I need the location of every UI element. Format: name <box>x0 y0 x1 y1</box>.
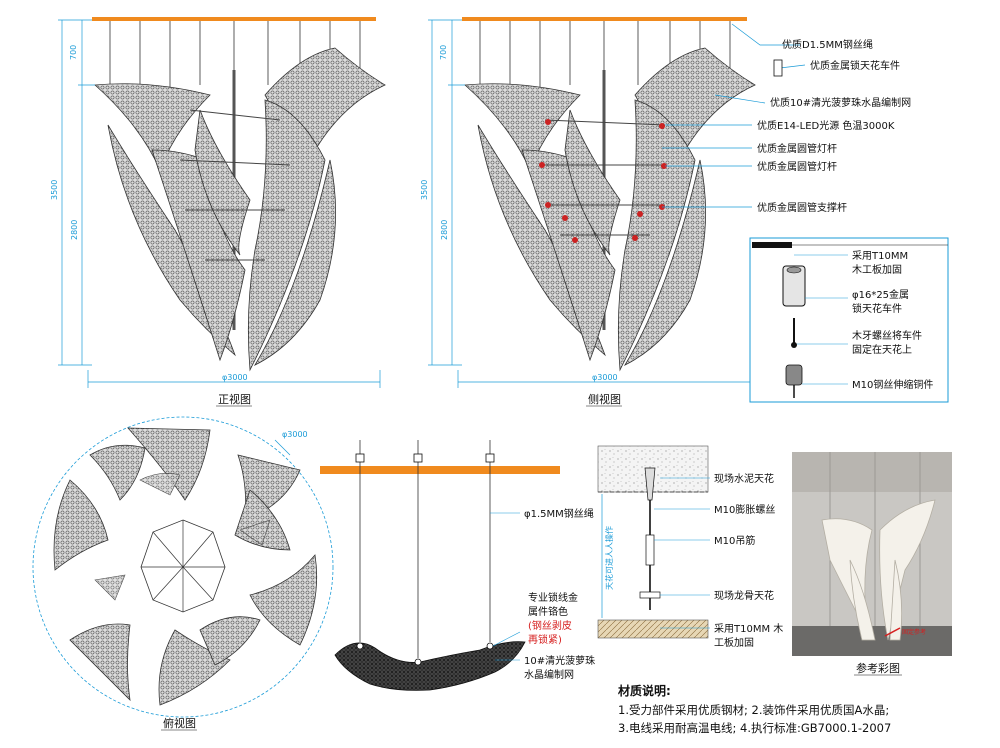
board-bar <box>752 242 792 248</box>
callout-rod1: 优质金属圆管灯杆 <box>757 142 837 155</box>
install-detail: 天花可进人人操作 现场水泥天花 M10膨胀螺丝 M10吊筋 现场龙骨天花 采用T… <box>597 445 783 649</box>
fitting-detail-box: 采用T10MM 木工板加固 φ16*25金属 锁天花车件 木牙螺丝将车件 固定在… <box>749 237 949 403</box>
callout-support: 优质金属圆管支撑杆 <box>757 201 847 214</box>
callout-ceiling-fitting: 优质金属锁天花车件 <box>810 59 900 72</box>
top-panels <box>53 427 318 706</box>
detail-cap-2: 锁天花车件 <box>852 302 902 315</box>
install-concrete: 现场水泥天花 <box>714 472 774 485</box>
section-leaders <box>490 512 521 661</box>
dim-side-body: 2800 <box>440 220 449 240</box>
section-lock-red-1: (钢丝剥皮 <box>528 619 572 632</box>
section-locks <box>356 642 494 666</box>
install-bolt: M10膨胀螺丝 <box>714 503 775 516</box>
section-mesh <box>334 641 526 691</box>
front-view: 700 3500 2800 φ3000 正视图 <box>50 17 386 407</box>
callout-light: 优质E14-LED光源 色温3000K <box>757 119 895 132</box>
section-fittings <box>355 453 495 463</box>
sleeve-icon <box>785 364 803 386</box>
lamp-rods <box>540 119 666 236</box>
side-view: 700 3500 2800 φ3000 侧视图 优质D1.5MM钢丝绳 优质金属… <box>420 17 911 407</box>
wood-board <box>597 619 709 639</box>
section-mesh-2: 水晶编制网 <box>524 668 574 681</box>
top-view-caption: 俯视图 <box>163 716 196 730</box>
top-view: φ3000 俯视图 <box>32 416 334 731</box>
side-view-caption: 侧视图 <box>588 392 621 406</box>
section-mesh-1: 10#清光菠萝珠 <box>524 654 595 667</box>
photo-sculpture <box>821 499 936 641</box>
install-board-1: 采用T10MM 木 <box>714 623 783 635</box>
detail-leaders <box>794 254 848 385</box>
callout-rod2: 优质金属圆管灯杆 <box>757 160 837 173</box>
front-view-caption: 正视图 <box>218 392 251 406</box>
expansion-bolt <box>644 467 656 501</box>
install-vertical-note: 天花可进人人操作 <box>604 526 614 590</box>
callout-wire: 优质D1.5MM钢丝绳 <box>782 38 873 51</box>
material-notes: 材质说明: 1.受力部件采用优质钢材; 2.装饰件采用优质国A水晶; 3.电线采… <box>617 683 891 735</box>
install-keel: 现场龙骨天花 <box>714 589 774 602</box>
materials-title: 材质说明: <box>617 683 671 698</box>
support-rods <box>179 109 291 261</box>
photo-tag: 固定参考 <box>902 628 926 636</box>
dim-side-top: 700 <box>439 45 448 60</box>
mesh-panels <box>464 47 756 372</box>
reference-photo: 固定参考 参考彩图 <box>792 452 952 676</box>
dim-front-total: 3500 <box>50 180 59 200</box>
dim-top-diameter: φ3000 <box>282 430 308 439</box>
ceiling-cap-icon <box>782 265 806 307</box>
mesh-panels <box>94 47 386 372</box>
ceiling-bar <box>92 17 376 21</box>
outline-circle <box>32 416 334 718</box>
dim-front-body: 2800 <box>70 220 79 240</box>
hub-spokes <box>141 520 225 612</box>
dim-front-top: 700 <box>69 45 78 60</box>
detail-screw-2: 固定在天花上 <box>852 343 912 356</box>
keel <box>639 591 661 599</box>
callout-mesh: 优质10#清光菠萝珠水晶编制网 <box>770 96 911 109</box>
section-wire-label: φ1.5MM钢丝绳 <box>524 507 594 520</box>
ceiling-bar <box>462 17 747 21</box>
install-leaders <box>654 477 710 629</box>
detail-board-2: 木工板加固 <box>852 263 902 276</box>
section-wires <box>359 440 491 658</box>
detail-cap-1: φ16*25金属 <box>852 288 909 301</box>
materials-line2: 3.电线采用耐高温电线; 4.执行标准:GB7000.1-2007 <box>618 721 891 735</box>
led-bulbs <box>539 119 667 243</box>
section-ceiling <box>320 466 560 474</box>
detail-board-1: 采用T10MM <box>852 250 908 262</box>
side-callout-leaders <box>662 23 806 208</box>
section-lock-2: 属件铬色 <box>528 605 568 618</box>
install-board-2: 工板加固 <box>714 636 754 649</box>
dim-front-width: φ3000 <box>222 373 248 382</box>
ceiling-fitting-icon <box>773 59 783 77</box>
dim-side-width: φ3000 <box>592 373 618 382</box>
section-lock-red-2: 再锁紧) <box>528 633 562 646</box>
section-lock-1: 专业锁线金 <box>528 591 578 604</box>
photo-caption: 参考彩图 <box>856 661 900 675</box>
top-inner-panels <box>94 473 271 601</box>
section-view: φ1.5MM钢丝绳 专业锁线金 属件铬色 (钢丝剥皮 再锁紧) 10#清光菠萝珠… <box>320 440 595 691</box>
suspension-wires <box>109 21 361 95</box>
install-rod: M10吊筋 <box>714 534 755 547</box>
side-dimensions <box>428 19 751 388</box>
detail-sleeve: M10钢丝伸缩铜件 <box>852 378 933 391</box>
dim-side-total: 3500 <box>420 180 429 200</box>
materials-line1: 1.受力部件采用优质钢材; 2.装饰件采用优质国A水晶; <box>618 703 889 717</box>
suspension-wires <box>479 21 731 95</box>
detail-screw-1: 木牙螺丝将车件 <box>852 329 922 342</box>
front-dimensions <box>58 19 381 388</box>
